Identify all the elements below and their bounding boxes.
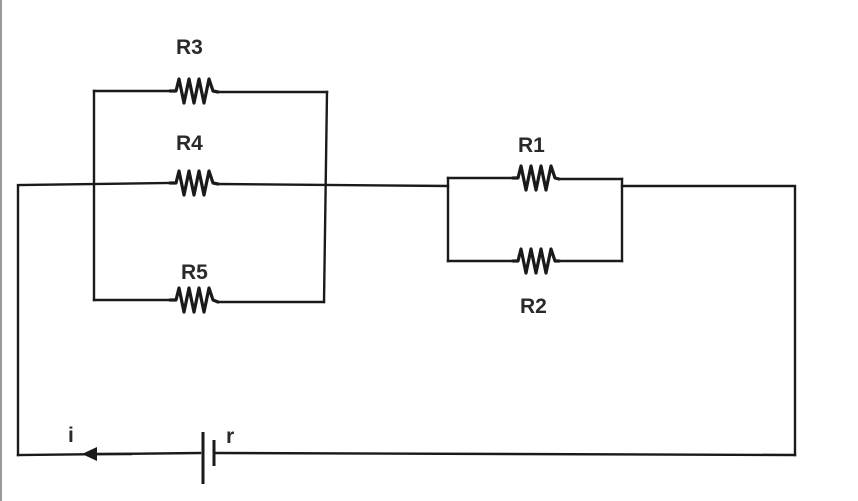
left-block-right-rail	[322, 90, 329, 304]
label-battery-r: r	[226, 425, 234, 448]
wire-middle	[216, 182, 450, 188]
label-r4: R4	[176, 132, 203, 155]
label-current-i: i	[68, 424, 74, 447]
wire-right-top	[620, 184, 797, 457]
resistor-r3	[168, 77, 220, 105]
parallel-block-right: R1 R2	[446, 134, 624, 318]
main-loop-wires	[16, 181, 797, 457]
current-arrow-head	[82, 447, 97, 461]
label-r5: R5	[181, 261, 208, 284]
resistor-r2	[511, 247, 561, 275]
label-r2: R2	[520, 295, 547, 318]
wire-bottom-right	[214, 451, 797, 457]
resistor-r5	[168, 286, 220, 314]
parallel-block-left: R3 R4 R5	[92, 36, 329, 314]
label-r3: R3	[176, 36, 203, 59]
resistor-r4	[168, 169, 220, 197]
current-arrow: i	[68, 424, 133, 461]
label-r1: R1	[518, 134, 545, 157]
battery-cell: r	[201, 425, 234, 484]
resistor-r1	[511, 164, 561, 192]
wire-left-top	[16, 181, 172, 457]
